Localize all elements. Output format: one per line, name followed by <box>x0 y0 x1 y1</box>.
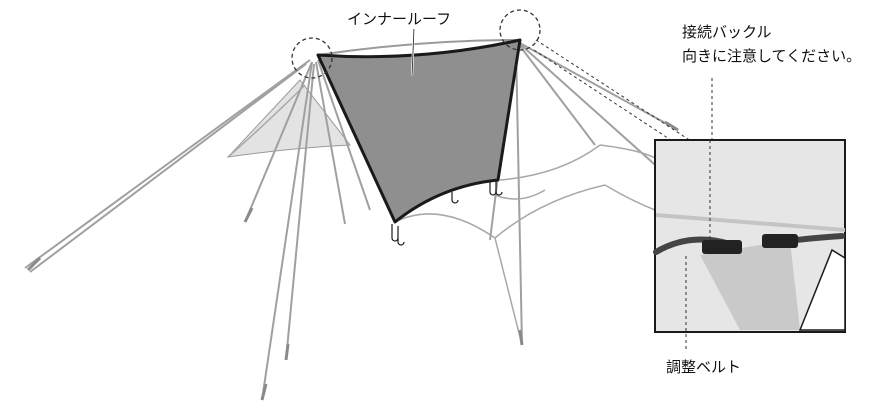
buckle-male <box>762 234 798 248</box>
buckle-inset <box>653 139 846 352</box>
inner-roof <box>316 38 522 224</box>
tarp-web <box>227 84 656 346</box>
buckle-note-line2: 向きに注意してください。 <box>682 47 862 65</box>
tarp-edge-top <box>317 39 521 56</box>
stakes <box>26 120 679 401</box>
buckle-female <box>702 240 742 254</box>
buckle-note-line1: 接続バックル <box>682 23 772 41</box>
belt-label: 調整ベルト <box>666 358 742 376</box>
inner-roof-leader-core <box>411 27 415 77</box>
buckle-note: 接続バックル 向きに注意してください。 <box>682 20 861 68</box>
roof-hooks <box>391 180 503 246</box>
peak-marker-left <box>291 37 333 79</box>
inner-roof-label: インナールーフ <box>343 8 456 29</box>
peak-marker-right <box>499 9 541 51</box>
